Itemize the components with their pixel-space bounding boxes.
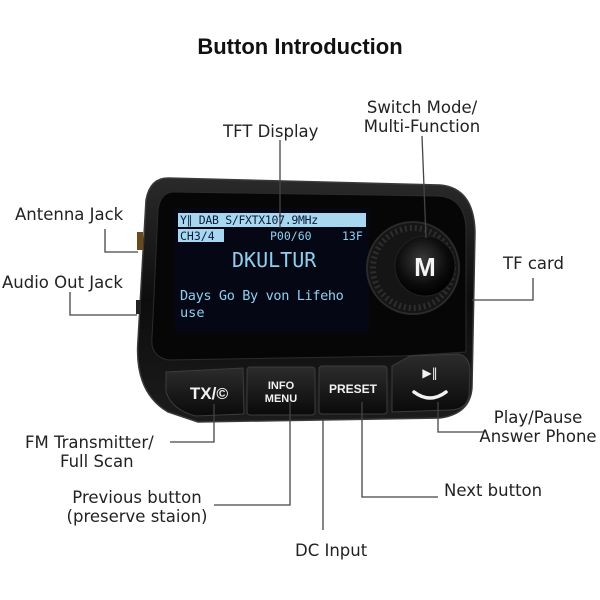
- screen-text-line2: use: [180, 305, 205, 321]
- label-play-pause: Play/Pause Answer Phone: [474, 408, 600, 446]
- label-previous-line1: Previous button: [72, 488, 202, 507]
- preset-button[interactable]: PRESET: [319, 382, 387, 396]
- label-tf-card: TF card: [503, 254, 564, 273]
- preset-button-label: PRESET: [328, 382, 377, 396]
- info-menu-button[interactable]: INFO MENU: [247, 380, 315, 406]
- play-pause-icon: ▶‖: [422, 366, 438, 380]
- label-play-pause-line2: Answer Phone: [479, 427, 597, 446]
- diagram-title: Button Introduction: [197, 34, 403, 59]
- antenna-jack: [137, 232, 143, 250]
- label-switch-mode: Switch Mode/ Multi-Function: [352, 98, 492, 136]
- knob-letter[interactable]: M: [414, 252, 436, 282]
- play-button-shape: [391, 353, 471, 413]
- screen-preset: P00/60: [270, 229, 312, 243]
- screen-channel: CH3/4: [180, 229, 215, 243]
- tx-button[interactable]: TX/©: [178, 384, 240, 404]
- tx-scan-icon: ©: [216, 386, 229, 403]
- play-pause-button[interactable]: ▶‖: [412, 366, 448, 380]
- label-fm-transmitter-line2: Full Scan: [60, 452, 134, 471]
- callout-next: [361, 402, 438, 498]
- label-antenna-jack: Antenna Jack: [15, 205, 124, 224]
- label-dc-input: DC Input: [295, 541, 368, 560]
- screen-temp: 13F: [342, 229, 363, 243]
- menu-button-label: MENU: [264, 393, 298, 405]
- tx-button-label: TX/: [189, 384, 217, 403]
- screen-status-line: Y∥ DAB S/FXTX107.9MHz: [180, 213, 318, 227]
- callout-fm: [170, 404, 215, 443]
- audio-out-jack: [136, 300, 141, 314]
- callout-antenna: [104, 229, 138, 253]
- info-button-label: INFO: [267, 380, 295, 392]
- label-tft-display: TFT Display: [223, 122, 319, 141]
- screen-station: DKULTUR: [232, 248, 317, 272]
- label-fm-transmitter: FM Transmitter/ Full Scan: [25, 433, 154, 471]
- preset-button-shape: [318, 365, 388, 415]
- label-next-button: Next button: [444, 481, 543, 500]
- phone-glyph: [412, 390, 448, 400]
- label-previous-button: Previous button (preserve staion): [62, 488, 212, 526]
- knob-cap: [394, 235, 456, 297]
- label-switch-mode-line2: Multi-Function: [363, 117, 481, 136]
- tft-screen: [175, 208, 369, 332]
- callout-audio-out: [69, 292, 137, 316]
- tx-button-shape: [165, 367, 245, 417]
- label-audio-out-jack: Audio Out Jack: [2, 273, 123, 292]
- label-switch-mode-line1: Switch Mode/: [366, 98, 478, 117]
- info-button-shape: [246, 366, 316, 416]
- callout-switch-mode: [421, 135, 427, 239]
- callout-play: [437, 402, 484, 433]
- label-play-pause-line1: Play/Pause: [493, 408, 583, 427]
- callout-previous: [214, 402, 291, 506]
- screen-text-line1: Days Go By von Lifeho: [180, 288, 344, 304]
- label-previous-line2: (preserve staion): [66, 507, 208, 526]
- screen-status-highlight: [178, 213, 366, 227]
- callout-lines: [69, 135, 534, 530]
- screen-channel-highlight: [178, 229, 224, 242]
- callout-tf-card: [472, 278, 534, 301]
- label-fm-transmitter-line1: FM Transmitter/: [25, 433, 154, 452]
